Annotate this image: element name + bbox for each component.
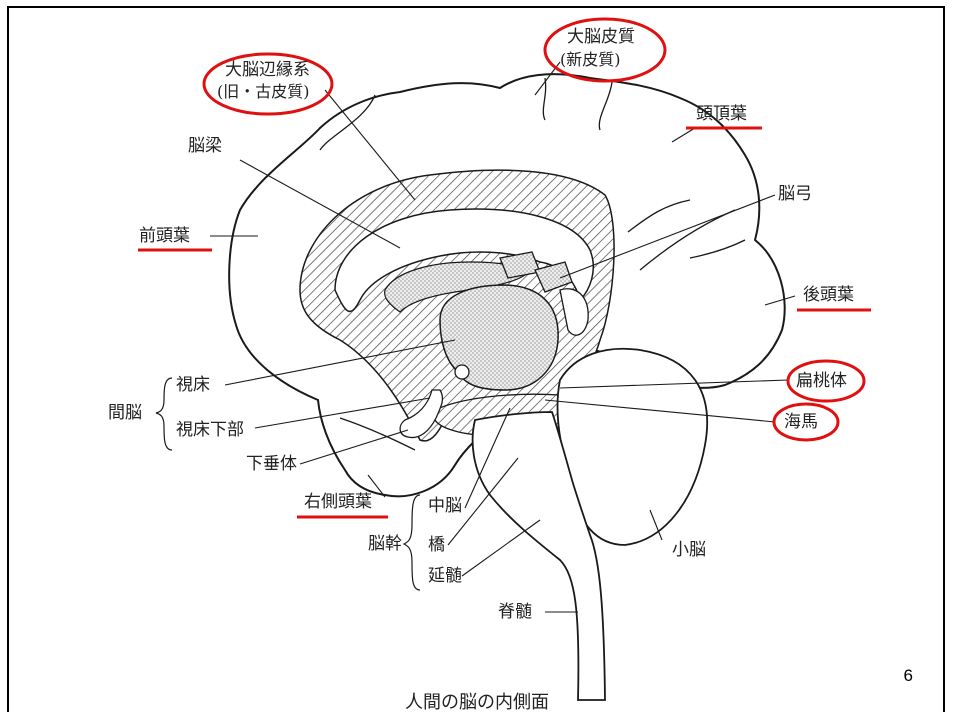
label-amygdala: 扁桃体 [796,371,847,391]
figure-caption: 人間の脳の内側面 [405,692,549,713]
highlight-marks [138,17,871,519]
label-cerebral-cortex-sub: (新皮質) [560,50,621,69]
label-medulla: 延髄 [428,566,462,586]
label-corpus-callosum: 脳梁 [188,136,222,156]
label-parietal-lobe: 頭頂葉 [696,104,747,124]
label-pituitary: 下垂体 [246,454,297,474]
label-fornix: 脳弓 [778,184,812,204]
label-cerebellum: 小脳 [672,540,706,560]
label-diencephalon: 間脳 [108,403,142,423]
label-hippocampus: 海馬 [784,412,818,432]
pituitary-shape [399,389,444,439]
brainstem-shape [471,411,606,701]
label-occipital-lobe: 後頭葉 [803,285,854,305]
label-limbic-system-sub: (旧・古皮質) [217,82,310,101]
label-temporal-lobe: 右側頭葉 [304,492,372,512]
label-pons: 橋 [428,535,445,555]
sulci-lines [319,77,746,451]
label-spinal-cord: 脊髄 [498,602,532,622]
lateral-ventricle [384,261,526,313]
label-hypothalamus: 視床下部 [176,420,244,440]
corpus-callosum [334,208,594,313]
diencephalon-brace [155,377,173,451]
label-midbrain: 中脳 [428,496,462,516]
label-cerebral-cortex: 大脳皮質 [567,27,635,47]
slide-frame [7,6,945,712]
page-number: 6 [903,666,913,685]
label-limbic-system: 大脳辺縁系 [225,60,310,80]
brainstem-brace [402,494,421,591]
label-thalamus: 視床 [176,375,210,395]
label-brainstem: 脳幹 [368,534,402,554]
fornix-segments [499,251,589,336]
label-frontal-lobe: 前頭葉 [139,226,190,246]
